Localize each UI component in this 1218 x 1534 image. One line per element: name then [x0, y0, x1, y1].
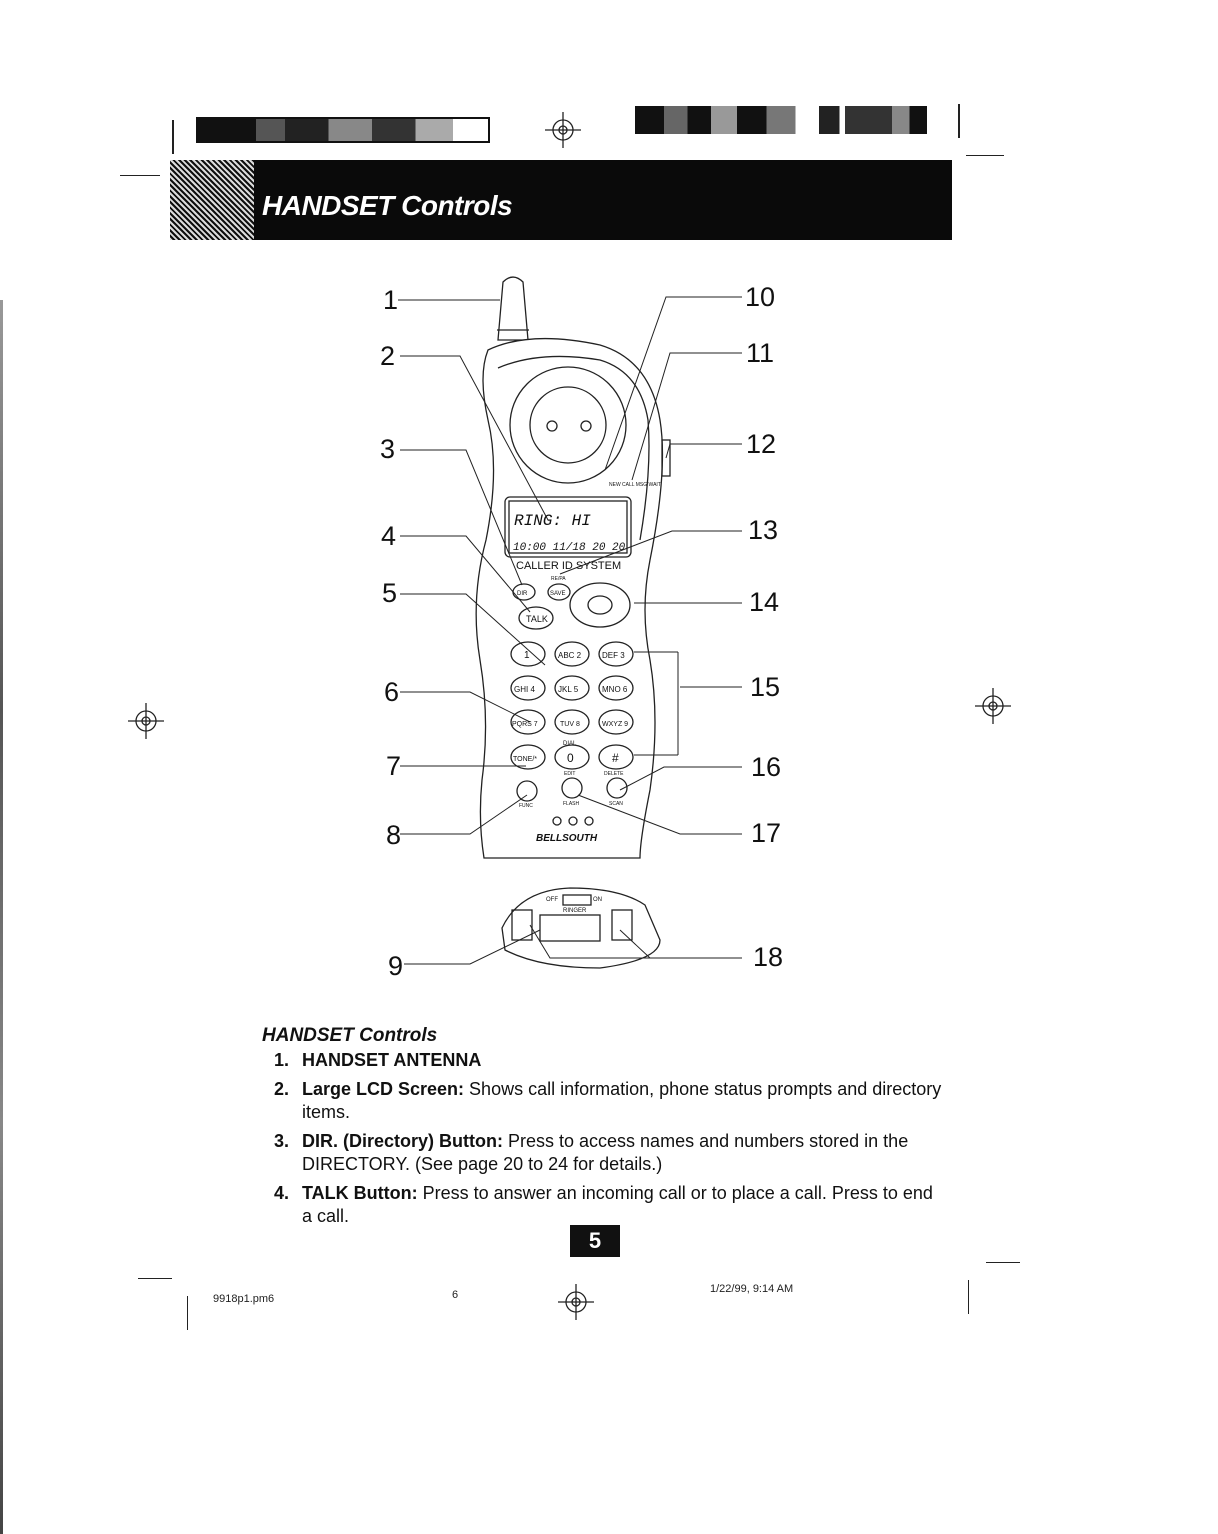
crop-mark [120, 175, 160, 176]
list-body: TALK Button: Press to answer an incoming… [302, 1182, 942, 1228]
save-button[interactable]: SAVE [550, 591, 566, 597]
crop-mark [172, 120, 174, 154]
callout-6: 6 [384, 677, 400, 707]
off-label: OFF [546, 897, 558, 903]
registration-bar-left [196, 117, 490, 143]
brand-logo: BELLSOUTH [536, 833, 598, 844]
key-tone[interactable]: TONE/* [513, 756, 537, 763]
key-8[interactable]: TUV 8 [560, 721, 580, 728]
callout-10: 10 [745, 282, 776, 312]
list-label: HANDSET ANTENNA [302, 1050, 482, 1070]
section-title: HANDSET Controls [262, 1025, 438, 1046]
registration-target [128, 703, 164, 739]
func-label: FUNC [519, 803, 533, 809]
page-title: HANDSET Controls [262, 190, 513, 221]
list-number: 2. [274, 1079, 290, 1099]
key-4[interactable]: GHI 4 [514, 685, 535, 694]
rempa-label: RE/PA [551, 576, 566, 582]
on-label: ON [593, 897, 602, 903]
callout-13: 13 [748, 515, 779, 545]
list-label: TALK Button: [302, 1183, 418, 1203]
header-banner: HANDSET Controls [170, 160, 952, 240]
registration-target [558, 1284, 594, 1320]
key-7[interactable]: PQRS 7 [512, 721, 538, 728]
key-6[interactable]: MNO 6 [602, 685, 628, 694]
callout-5: 5 [382, 578, 398, 608]
callout-2: 2 [380, 341, 396, 371]
scan-edge [0, 300, 3, 1534]
list-text: Press to answer an incoming call or to p… [302, 1183, 933, 1226]
flash-label: FLASH [563, 801, 580, 807]
key-9[interactable]: WXYZ 9 [602, 721, 628, 728]
talk-button[interactable]: TALK [526, 614, 548, 624]
crop-mark [138, 1278, 172, 1279]
header-texture [170, 160, 254, 240]
lcd-line-2: 10:00 11/18 20 20 [513, 542, 626, 554]
list-number: 3. [274, 1131, 290, 1151]
callout-3: 3 [380, 434, 396, 464]
crop-mark [966, 155, 1004, 156]
key-5[interactable]: JKL 5 [558, 685, 579, 694]
list-item: 3. DIR. (Directory) Button: Press to acc… [262, 1130, 942, 1176]
list-body: Large LCD Screen: Shows call information… [302, 1078, 942, 1124]
registration-target [975, 688, 1011, 724]
list-item: 2. Large LCD Screen: Shows call informat… [262, 1078, 942, 1124]
new-call-label: NEW CALL MSG WAIT [609, 482, 661, 488]
callout-18: 18 [753, 942, 784, 972]
callout-17: 17 [751, 818, 782, 848]
key-2[interactable]: ABC 2 [558, 651, 582, 660]
callout-11: 11 [746, 338, 775, 368]
list-text: Press to access names and numbers stored… [302, 1131, 909, 1174]
list-item: 1. HANDSET ANTENNA [262, 1049, 942, 1072]
callout-8: 8 [386, 820, 402, 850]
list-label: DIR. (Directory) Button: [302, 1131, 503, 1151]
page-number: 5 [570, 1225, 620, 1257]
registration-bar-right [635, 106, 927, 134]
crop-mark [986, 1262, 1020, 1263]
key-pound[interactable]: # [612, 751, 619, 765]
callout-15: 15 [750, 672, 781, 702]
lcd-line-1: RING: HI [514, 512, 591, 530]
list-item: 4. TALK Button: Press to answer an incom… [262, 1182, 942, 1228]
list-body: HANDSET ANTENNA [302, 1049, 942, 1072]
callout-1: 1 [383, 285, 399, 315]
callout-9: 9 [388, 951, 404, 981]
caller-id-label: CALLER ID SYSTEM [516, 560, 621, 572]
registration-target [545, 112, 581, 148]
list-body: DIR. (Directory) Button: Press to access… [302, 1130, 942, 1176]
crop-mark [958, 104, 960, 138]
footer-page: 6 [452, 1289, 459, 1301]
edit-label: EDIT [564, 771, 575, 777]
callout-14: 14 [749, 587, 780, 617]
delete-label: DELETE [604, 771, 624, 777]
callout-12: 12 [746, 429, 777, 459]
footer-filename: 9918p1.pm6 [213, 1293, 275, 1305]
scan-label: SCAN [609, 801, 623, 807]
dir-button[interactable]: DIR [517, 591, 528, 597]
crop-mark [187, 1296, 188, 1330]
ringer-switch-label: RINGER [563, 908, 587, 914]
list-text: Shows call information, phone status pro… [302, 1079, 942, 1122]
list-number: 4. [274, 1183, 290, 1203]
key-0[interactable]: 0 [567, 751, 574, 765]
crop-mark [968, 1280, 969, 1314]
callout-4: 4 [381, 521, 397, 551]
callout-7: 7 [386, 751, 402, 781]
controls-list: HANDSET Controls 1. HANDSET ANTENNA 2. L… [262, 1025, 942, 1234]
key-1[interactable]: 1 [524, 650, 530, 661]
callout-16: 16 [751, 752, 782, 782]
list-number: 1. [274, 1050, 290, 1070]
footer-timestamp: 1/22/99, 9:14 AM [710, 1283, 794, 1295]
dial-label: DIAL [563, 741, 577, 747]
list-label: Large LCD Screen: [302, 1079, 465, 1099]
key-3[interactable]: DEF 3 [602, 651, 625, 660]
